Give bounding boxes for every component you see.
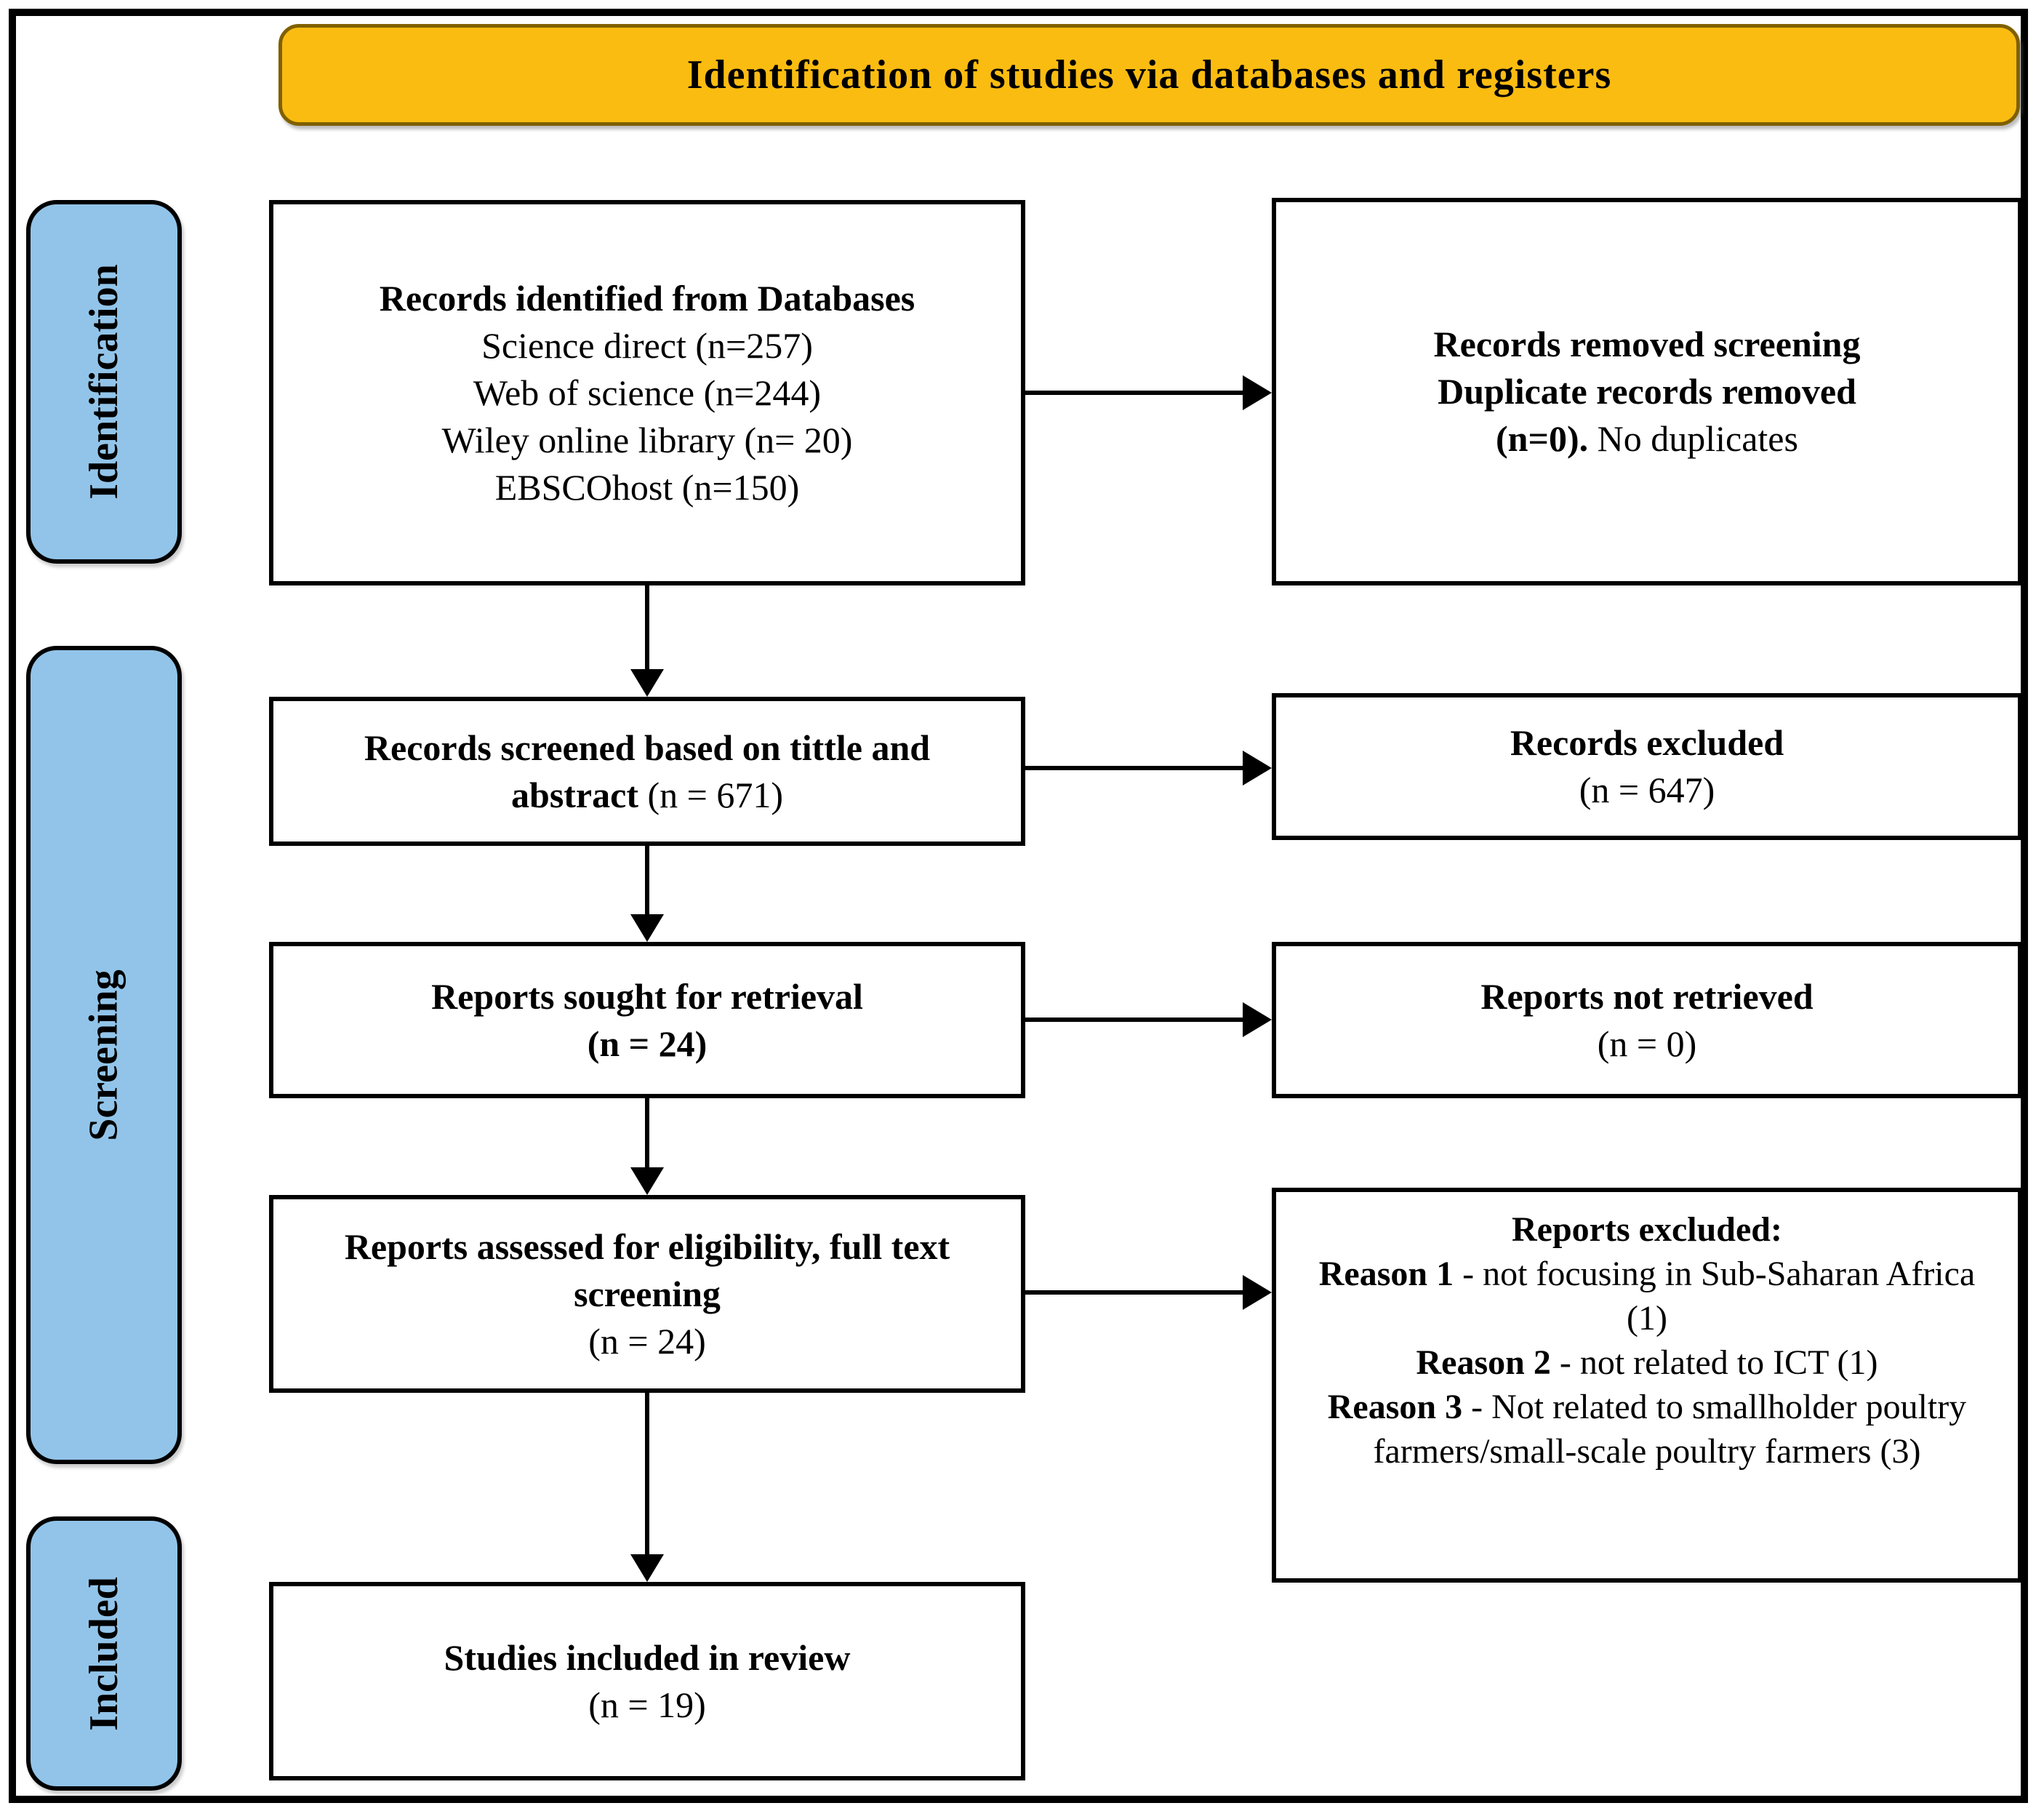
reports-sought-heading: Reports sought for retrieval	[431, 975, 863, 1017]
arrow-head-down-icon	[630, 1167, 664, 1195]
arrow-shaft	[645, 846, 649, 916]
reports-assessed-count: (n = 24)	[588, 1320, 706, 1362]
box-records-identified: Records identified from Databases Scienc…	[269, 200, 1025, 585]
arrow-sought-to-assessed	[629, 1098, 665, 1195]
arrow-head-down-icon	[630, 1554, 664, 1582]
records-identified-heading: Records identified from Databases	[379, 277, 915, 319]
stage-label-screening-text: Screening	[81, 969, 127, 1141]
arrow-head-right-icon	[1243, 1275, 1272, 1310]
reason-3-text: - Not related to smallholder poultry far…	[1373, 1387, 1967, 1471]
records-screened-heading: Records screened based on tittle and abs…	[364, 727, 931, 815]
arrow-identified-to-screened	[629, 585, 665, 697]
reports-excluded-reason-2: Reason 2 - not related to ICT (1)	[1416, 1341, 1878, 1386]
records-screened-text: Records screened based on tittle and abs…	[300, 724, 995, 819]
arrow-head-right-icon	[1243, 751, 1272, 785]
stage-label-included: Included	[26, 1516, 182, 1791]
reason-2-text: - not related to ICT (1)	[1550, 1343, 1878, 1382]
records-screened-count: (n = 671)	[647, 774, 783, 815]
arrow-shaft	[645, 1098, 649, 1169]
arrow-head-down-icon	[630, 669, 664, 697]
box-reports-not-retrieved: Reports not retrieved (n = 0)	[1272, 942, 2022, 1098]
title-banner: Identification of studies via databases …	[278, 24, 2020, 126]
box-records-excluded: Records excluded (n = 647)	[1272, 693, 2022, 840]
box-studies-included: Studies included in review (n = 19)	[269, 1582, 1025, 1780]
source-science-direct: Science direct (n=257)	[481, 324, 813, 366]
stage-label-identification-text: Identification	[81, 264, 127, 500]
arrow-head-down-icon	[630, 914, 664, 942]
records-excluded-heading: Records excluded	[1510, 722, 1784, 763]
reports-not-retrieved-count: (n = 0)	[1597, 1023, 1697, 1064]
box-reports-sought: Reports sought for retrieval (n = 24)	[269, 942, 1025, 1098]
box-reports-assessed: Reports assessed for eligibility, full t…	[269, 1195, 1025, 1393]
stage-label-identification: Identification	[26, 200, 182, 564]
outer-border	[9, 9, 2028, 1803]
duplicates-removed-line1: Records removed screening	[1433, 324, 1861, 364]
duplicates-removed-count: (n=0).	[1496, 418, 1589, 459]
arrow-shaft	[645, 1393, 649, 1556]
arrow-head-right-icon	[1243, 1002, 1272, 1037]
reason-1-label: Reason 1	[1318, 1254, 1454, 1293]
studies-included-count: (n = 19)	[588, 1684, 706, 1725]
source-wiley: Wiley online library (n= 20)	[441, 419, 853, 460]
arrow-shaft	[1025, 1290, 1244, 1295]
reports-excluded-reason-3: Reason 3 - Not related to smallholder po…	[1302, 1386, 1992, 1474]
reports-not-retrieved-heading: Reports not retrieved	[1480, 975, 1813, 1017]
arrow-shaft	[1025, 1018, 1244, 1022]
reports-sought-count: (n = 24)	[587, 1023, 708, 1064]
reason-3-label: Reason 3	[1327, 1387, 1463, 1426]
records-excluded-count: (n = 647)	[1579, 769, 1715, 810]
duplicates-removed-note: No duplicates	[1597, 418, 1798, 459]
reports-excluded-heading: Reports excluded:	[1512, 1210, 1782, 1249]
reports-excluded-reason-1: Reason 1 - not focusing in Sub-Saharan A…	[1302, 1252, 1992, 1341]
arrow-identified-to-removed	[1025, 375, 1272, 411]
duplicates-removed-line2: Duplicate records removed	[1438, 371, 1856, 412]
source-web-of-science: Web of science (n=244)	[473, 372, 822, 413]
reports-assessed-heading: Reports assessed for eligibility, full t…	[344, 1226, 950, 1314]
arrow-shaft	[645, 585, 649, 671]
reason-2-label: Reason 2	[1416, 1343, 1551, 1382]
arrow-screened-to-excluded	[1025, 750, 1272, 786]
box-reports-excluded: Reports excluded: Reason 1 - not focusin…	[1272, 1188, 2022, 1583]
reason-1-text: - not focusing in Sub-Saharan Africa (1)	[1454, 1254, 1976, 1338]
arrow-assessed-to-excluded	[1025, 1274, 1272, 1311]
source-ebscohost: EBSCOhost (n=150)	[494, 466, 800, 508]
arrow-shaft	[1025, 766, 1244, 770]
duplicates-removed-line3: (n=0). No duplicates	[1496, 415, 1798, 463]
arrow-assessed-to-included	[629, 1393, 665, 1582]
arrow-shaft	[1025, 391, 1244, 395]
stage-label-screening: Screening	[26, 646, 182, 1464]
stage-label-included-text: Included	[81, 1576, 127, 1731]
arrow-head-right-icon	[1243, 375, 1272, 410]
box-duplicates-removed: Records removed screening Duplicate reco…	[1272, 198, 2022, 585]
diagram-title: Identification of studies via databases …	[686, 52, 1612, 97]
arrow-screened-to-sought	[629, 846, 665, 942]
box-records-screened: Records screened based on tittle and abs…	[269, 697, 1025, 846]
studies-included-heading: Studies included in review	[444, 1636, 851, 1678]
arrow-sought-to-not-retrieved	[1025, 1002, 1272, 1038]
